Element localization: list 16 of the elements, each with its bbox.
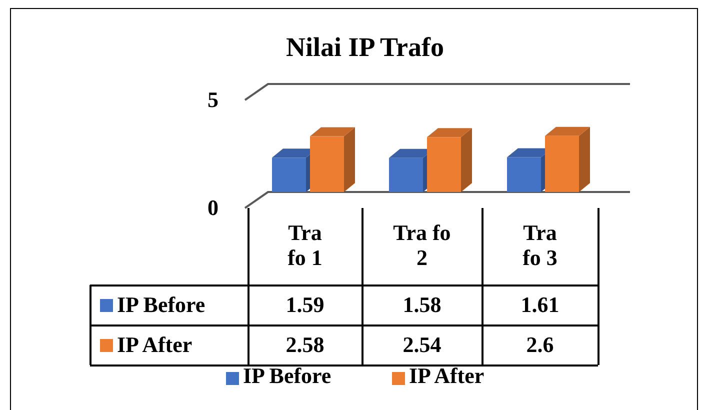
legend-label: IP Before [243, 363, 332, 389]
category-label: Tra fo 3 [522, 220, 558, 271]
table-cell-text: 2.54 [402, 332, 442, 358]
category-label: Tra fo 2 [392, 220, 452, 271]
table-cell-text: 2.58 [284, 332, 326, 358]
table-cell-text: 2.6 [525, 332, 555, 358]
series-label: IP After [117, 332, 192, 358]
chart-title: Nilai IP Trafo [284, 32, 445, 64]
axis-tick-label: 0 [206, 195, 220, 220]
axis-tick-label: 5 [206, 87, 220, 112]
series-label: IP Before [117, 292, 206, 318]
table-cell-text: 1.58 [402, 292, 442, 318]
category-label: Tra fo 1 [286, 220, 324, 271]
table-cell-text: 1.59 [284, 292, 326, 318]
table-cell-text: 1.61 [520, 292, 560, 318]
legend-label: IP After [409, 363, 484, 389]
